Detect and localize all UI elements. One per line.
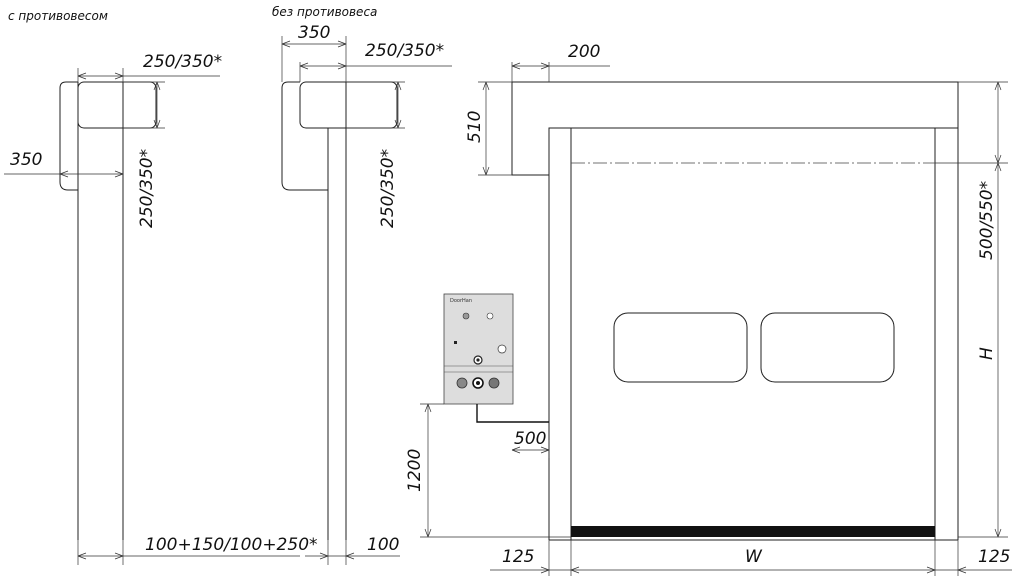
indicator-light-icon	[462, 312, 470, 320]
side-view-without-counterweight: 350 250/350* 250/350* 100	[281, 23, 452, 565]
ncw-top-box	[299, 81, 398, 129]
front-window-left	[613, 312, 748, 383]
side-view-with-counterweight: 250/350* 350 250/350* 100+150/100+250*	[4, 52, 318, 565]
dim-front-510: 510	[465, 111, 485, 143]
dim-front-H: H	[977, 347, 997, 360]
caption-without-counterweight: без противовеса	[272, 5, 377, 19]
caption-with-counterweight: с противовесом	[8, 9, 108, 23]
indicator-light-icon	[486, 312, 494, 320]
control-cable	[476, 404, 549, 423]
dim-cw-vertical: 250/350*	[137, 149, 157, 228]
dim-front-500-550: 500/550*	[977, 181, 997, 260]
dim-ncw-top-box: 250/350*	[365, 41, 444, 61]
dim-cw-side-350: 350	[10, 150, 42, 170]
front-top-housing	[511, 81, 959, 176]
control-box: DoorHan	[443, 293, 549, 423]
indicator-light-icon	[497, 344, 507, 354]
open-button-icon	[456, 377, 468, 389]
dim-ncw-vertical: 250/350*	[378, 149, 398, 228]
dim-ncw-bottom: 100	[367, 535, 399, 555]
key-switch-icon	[454, 341, 457, 344]
control-box-brand: DoorHan	[450, 298, 472, 304]
dim-cw-bottom: 100+150/100+250*	[145, 535, 318, 555]
dim-front-125-right: 125	[978, 547, 1010, 567]
dim-front-1200: 1200	[405, 449, 425, 492]
dim-front-500: 500	[514, 429, 546, 449]
front-window-right	[760, 312, 895, 383]
dim-front-200: 200	[568, 42, 600, 62]
front-view: DoorHan 200 510 500/5	[405, 42, 1012, 576]
cw-counterweight-outline	[59, 81, 78, 191]
close-button-icon	[488, 377, 500, 389]
dim-cw-top-box: 250/350*	[143, 52, 222, 72]
dim-front-W: W	[745, 547, 763, 567]
dim-ncw-top-350: 350	[298, 23, 330, 43]
dim-front-125-left: 125	[502, 547, 534, 567]
front-bottom-bar	[571, 526, 935, 537]
ncw-housing-outline	[281, 81, 328, 191]
cw-top-box	[77, 81, 157, 129]
